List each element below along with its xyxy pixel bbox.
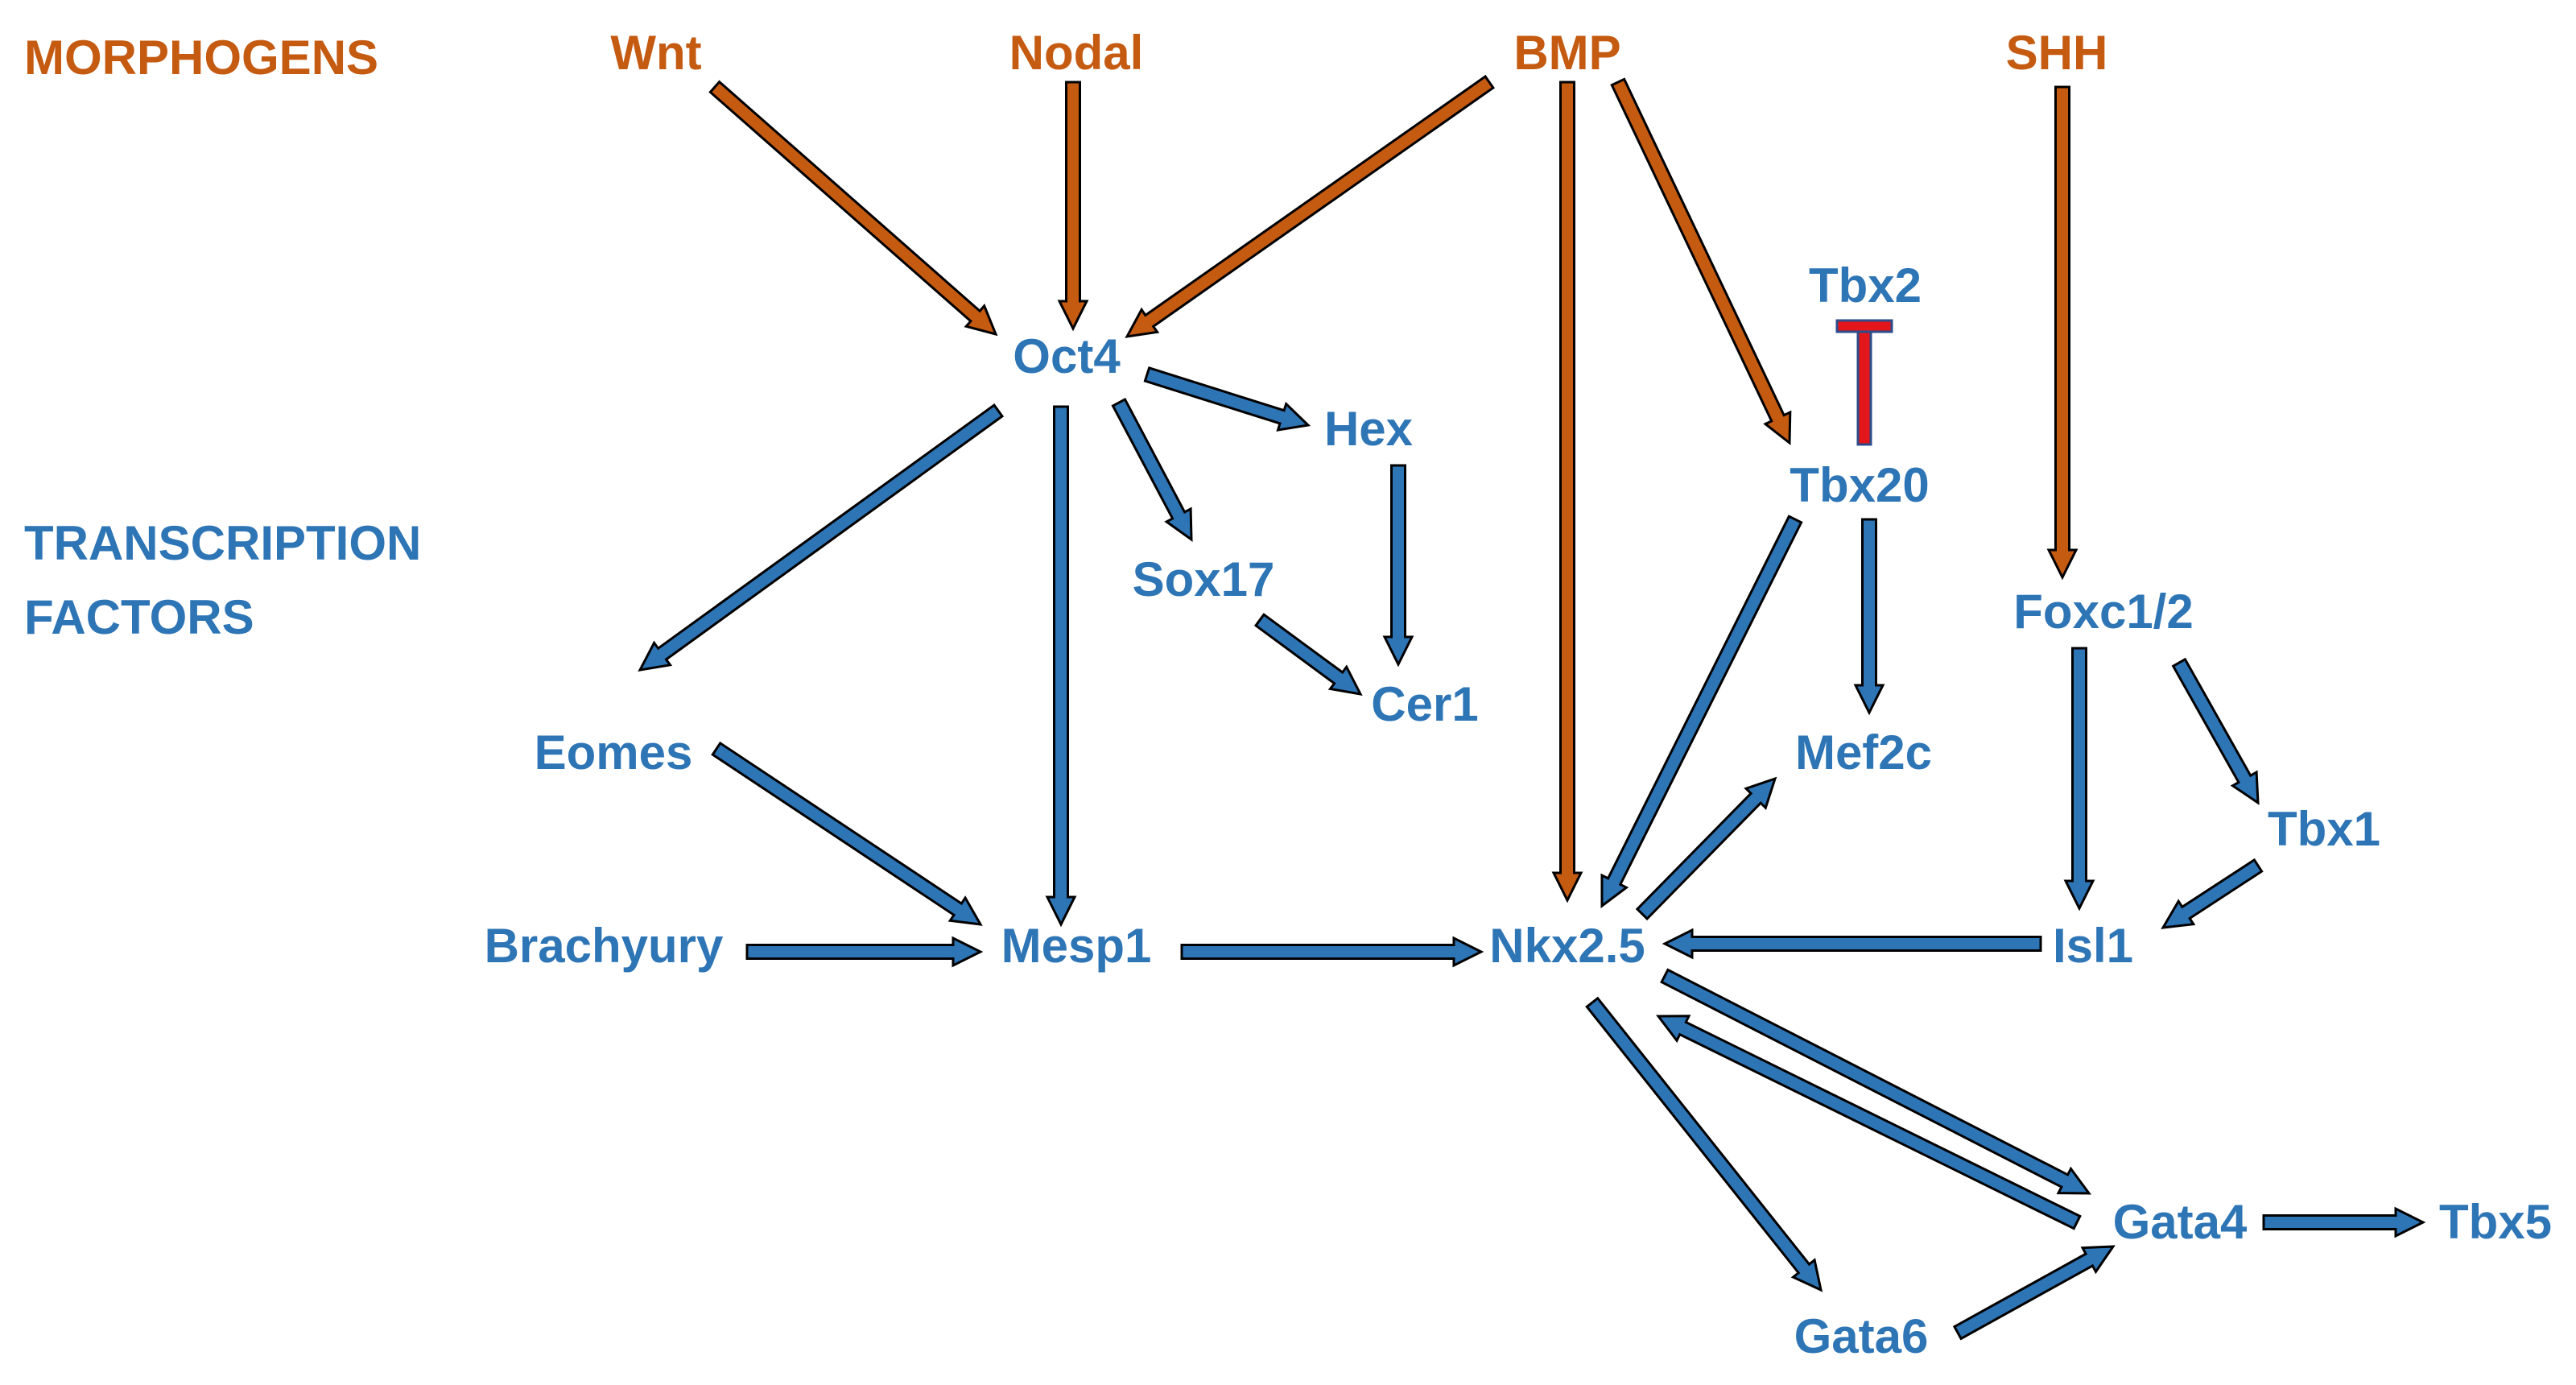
edge-foxc12-to-isl1 [2063,647,2095,912]
node-tbx20: Tbx20 [1790,458,1930,512]
node-tbx2: Tbx2 [1808,258,1922,312]
node-nodal: Nodal [1009,26,1144,80]
edge-wnt-to-oct4 [708,80,998,337]
node-brachyury: Brachyury [484,919,724,973]
edge-oct4-to-mesp1 [1045,405,1077,928]
edge-bmp-to-nkx25 [1551,81,1583,903]
edge-nkx25-to-gata6 [1585,996,1823,1292]
edge-sox17-to-cer1 [1253,613,1363,696]
edge-nodal-to-oct4 [1057,81,1089,332]
edge-oct4-to-hex [1143,366,1311,432]
edge-oct4-to-eomes [638,403,1005,672]
node-hex: Hex [1323,402,1414,456]
node-wnt: Wnt [610,26,702,80]
node-shh: SHH [2005,26,2108,80]
morphogens-section-label: MORPHOGENS [24,31,379,85]
node-gata6: Gata6 [1794,1309,1929,1363]
edge-eomes-to-mesp1 [711,741,983,926]
edge-bmp-to-tbx20 [1610,77,1792,446]
edge-isl1-to-nkx25 [1662,928,2042,960]
edge-mesp1-to-nkx25 [1180,936,1484,968]
node-foxc12: Foxc1/2 [2013,585,2194,639]
node-nkx25: Nkx2.5 [1489,919,1645,973]
node-bmp: BMP [1513,26,1621,80]
edge-shh-to-foxc12 [2046,85,2079,581]
node-mesp1: Mesp1 [1001,919,1152,973]
edge-bmp-to-oct4 [1125,74,1495,338]
edge-oct4-to-sox17 [1111,397,1193,542]
transcription-factors-label-line1: TRANSCRIPTION [24,516,422,570]
node-mef2c: Mef2c [1794,726,1933,779]
edge-tbx20-to-nkx25 [1600,515,1803,909]
edge-gata6-to-gata4 [1952,1245,2116,1341]
node-oct4: Oct4 [1013,329,1121,383]
node-isl1: Isl1 [2052,919,2134,973]
node-eomes: Eomes [534,726,693,779]
edge-hex-to-cer1 [1382,464,1414,668]
edge-foxc12-to-tbx1 [2171,657,2260,805]
edge-gata4-to-tbx5 [2262,1206,2426,1238]
inhibition-tbx20-to-tbx2 [1835,319,1893,446]
edge-gata4-to-nkx25 [1655,1015,2082,1230]
edge-tbx1-to-isl1 [2161,858,2264,929]
node-gata4: Gata4 [2112,1195,2248,1249]
node-tbx1: Tbx1 [2267,802,2381,856]
edge-tbx20-to-mef2c [1853,518,1885,716]
node-tbx5: Tbx5 [2438,1195,2553,1249]
edge-nkx25-to-mef2c [1635,776,1777,921]
node-sox17: Sox17 [1132,552,1275,606]
transcription-factors-label-line2: FACTORS [24,590,254,644]
edge-nkx25-to-gata4 [1660,968,2091,1195]
edge-brachyury-to-mesp1 [745,936,984,968]
node-cer1: Cer1 [1371,677,1479,731]
